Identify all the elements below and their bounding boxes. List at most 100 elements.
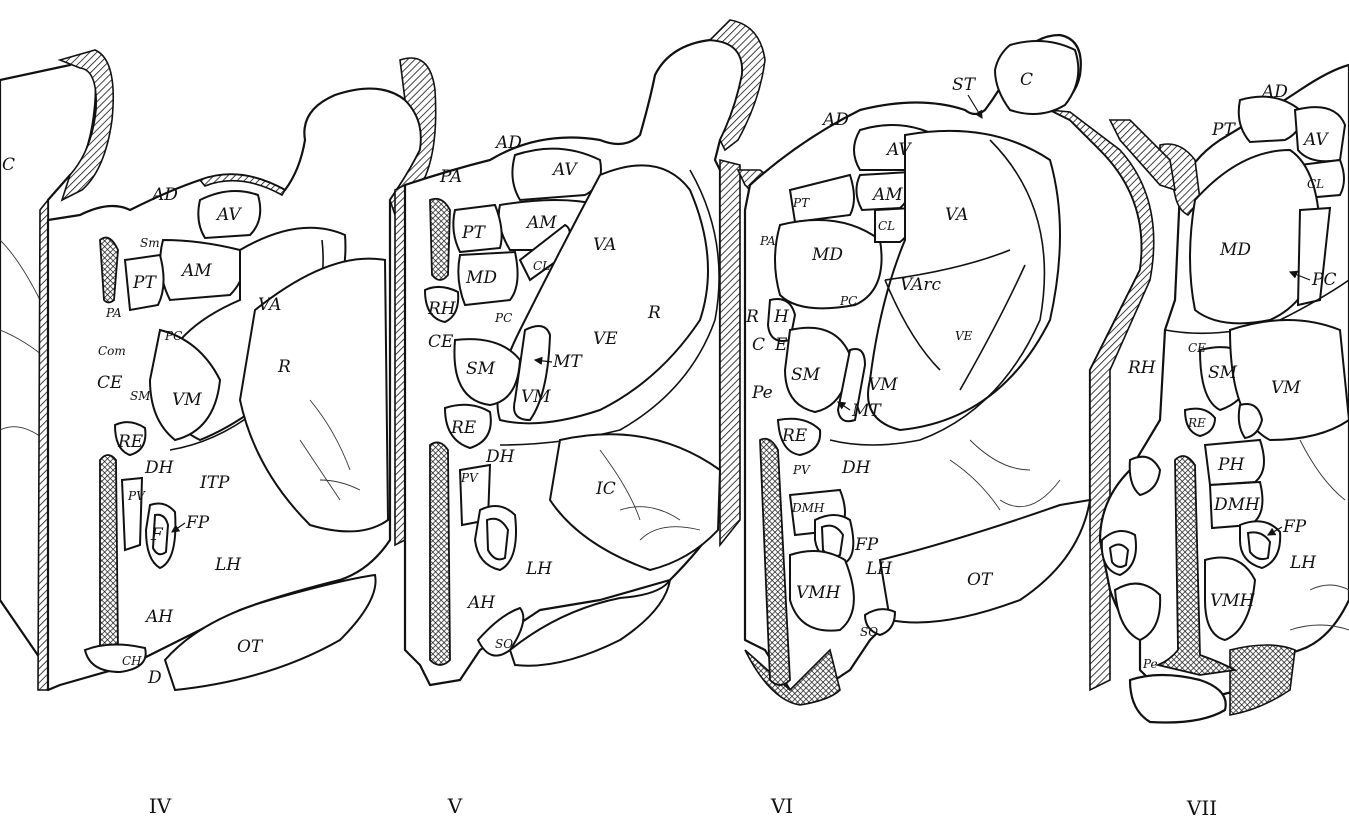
label-vii-lh: LH <box>1289 553 1317 573</box>
label-iv-itp: ITP <box>199 473 230 493</box>
label-iv-f: F <box>150 525 164 545</box>
label-vii-pe: Pe <box>1142 657 1158 671</box>
label-v-re: RE <box>450 418 477 438</box>
label-v-pt: PT <box>461 223 486 243</box>
label-vi-dh: DH <box>841 458 872 478</box>
label-vii-ad: AD <box>1260 82 1288 102</box>
label-iv-pv: PV <box>127 489 146 503</box>
label-v-mt: MT <box>552 352 583 372</box>
label-vi-r-left: R <box>745 307 759 327</box>
label-vi-av: AV <box>885 140 912 160</box>
label-iv-sm: SM <box>130 389 151 403</box>
label-vii-av: AV <box>1302 130 1329 150</box>
section-iv: C AD Sm AV PT AM VA PA PC Com R CE SM VM… <box>0 50 436 818</box>
label-v-sm: SM <box>466 359 496 379</box>
label-vi-e: E <box>774 335 788 355</box>
label-vi-pv: PV <box>792 463 811 477</box>
label-iv-r: R <box>277 357 291 377</box>
label-vi-dmh: DMH <box>791 501 825 515</box>
label-vi-ad: AD <box>821 110 849 130</box>
label-vi-cl: CL <box>878 219 895 233</box>
label-vi-pe: Pe <box>751 383 773 403</box>
label-iv-pt: PT <box>132 273 157 293</box>
section-numeral-vi: VI <box>770 794 793 818</box>
label-iv-d: D <box>147 668 162 688</box>
label-vii-sm: SM <box>1208 363 1238 383</box>
label-vi-re: RE <box>781 426 808 446</box>
label-v-cl: CL <box>533 259 550 273</box>
label-vi-md: MD <box>811 245 843 265</box>
label-v-rh: RH <box>427 299 457 319</box>
section-numeral-v: V <box>447 794 463 818</box>
label-vii-ph: PH <box>1217 455 1245 475</box>
label-v-ic: IC <box>595 479 616 499</box>
label-vii-re: RE <box>1187 416 1206 430</box>
label-v-ce: CE <box>428 332 454 352</box>
label-vi-pc: PC <box>839 294 857 308</box>
label-vii-rh: RH <box>1127 358 1157 378</box>
label-vi-st: ST <box>952 75 977 95</box>
label-vii-pt: PT <box>1211 120 1236 140</box>
label-vi-pt: PT <box>792 196 810 210</box>
label-iv-pa: PA <box>105 306 122 320</box>
section-numeral-vii: VII <box>1186 796 1217 820</box>
label-vi-fp: FP <box>854 535 879 555</box>
label-vi-varc: VArc <box>900 275 942 295</box>
label-v-so: SO <box>495 637 513 651</box>
section-numeral-iv: IV <box>149 794 172 818</box>
label-iv-va: VA <box>258 295 281 315</box>
section-vi: ST C AD AV PT AM PA MD CL VA R H PC VArc… <box>738 35 1154 818</box>
label-vi-vmh: VMH <box>796 583 842 603</box>
label-vii-ce: CE <box>1188 341 1206 355</box>
label-iv-pc: PC <box>164 329 182 343</box>
label-vi-h: H <box>773 307 790 327</box>
label-iv-ah: AH <box>144 607 174 627</box>
label-v-ah: AH <box>466 593 496 613</box>
label-vii-cl: CL <box>1307 177 1324 191</box>
label-vi-vm: VM <box>868 375 898 395</box>
label-iv-re: RE <box>117 432 144 452</box>
label-iv-ce: CE <box>97 373 123 393</box>
label-iv-lh: LH <box>214 555 242 575</box>
label-vi-c: C <box>752 335 765 355</box>
label-vii-dmh: DMH <box>1213 495 1261 515</box>
label-vi-so: SO <box>860 625 878 639</box>
label-vii-vmh: VMH <box>1210 591 1256 611</box>
label-vii-vm: VM <box>1271 378 1301 398</box>
label-v-av: AV <box>551 160 578 180</box>
section-v: PA AD AV PT AM MD CL VA RH PC R CE SM MT… <box>395 20 765 818</box>
label-v-r: R <box>647 303 661 323</box>
label-v-dh: DH <box>485 447 516 467</box>
label-v-ve: VE <box>593 329 618 349</box>
label-vii-pc: PC <box>1311 270 1336 290</box>
label-vi-ot: OT <box>967 570 994 590</box>
label-v-lh: LH <box>525 559 553 579</box>
label-iv-ad: AD <box>150 185 178 205</box>
label-vii-md: MD <box>1219 240 1251 260</box>
label-iv-av: AV <box>215 205 242 225</box>
label-vi-pa: PA <box>759 234 776 248</box>
label-v-pc: PC <box>494 311 512 325</box>
label-v-pa: PA <box>439 167 462 187</box>
label-v-ad: AD <box>494 133 522 153</box>
label-vii-fp: FP <box>1282 517 1307 537</box>
label-iv-ot: OT <box>237 637 264 657</box>
label-vi-c-top: C <box>1020 70 1033 90</box>
label-vi-ve: VE <box>955 329 973 343</box>
label-iv-fp: FP <box>185 513 210 533</box>
label-v-va: VA <box>593 235 616 255</box>
label-vi-lh: LH <box>865 559 893 579</box>
label-iv-c: C <box>2 155 15 175</box>
label-v-am: AM <box>525 213 557 233</box>
label-iv-ch: CH <box>122 654 142 668</box>
label-vi-va: VA <box>945 205 968 225</box>
label-vi-sm: SM <box>791 365 821 385</box>
label-v-vm: VM <box>521 387 551 407</box>
label-iv-sm-upper: Sm <box>140 236 160 250</box>
label-vi-mt: MT <box>851 401 882 421</box>
label-iv-dh: DH <box>144 458 175 478</box>
label-v-pv: PV <box>460 471 479 485</box>
label-iv-com: Com <box>98 344 126 358</box>
label-v-md: MD <box>465 268 497 288</box>
